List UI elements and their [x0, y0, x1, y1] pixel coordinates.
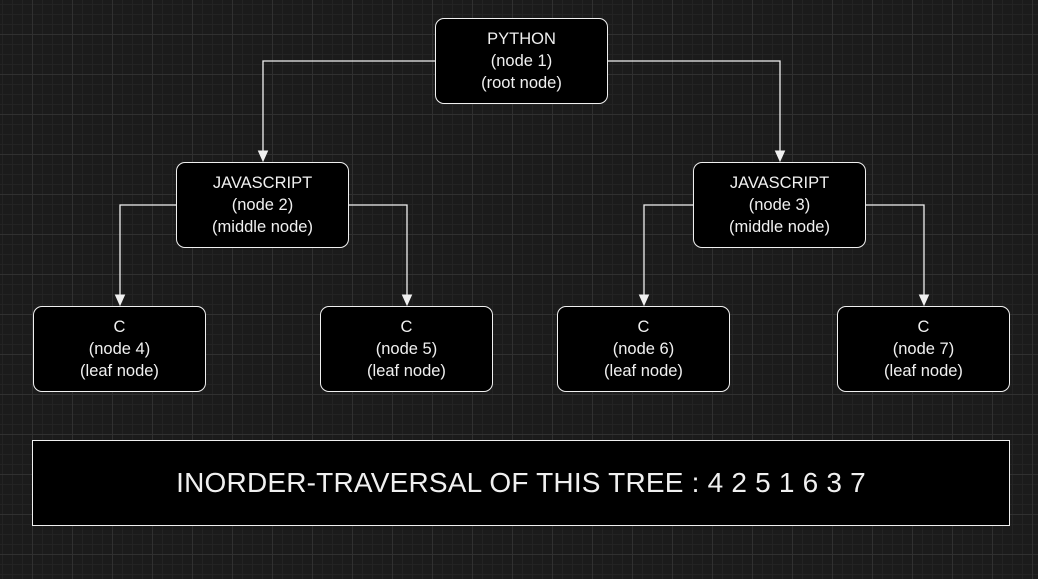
edge-connector — [119, 204, 176, 296]
edge-arrowhead — [774, 150, 786, 163]
edge-arrowhead — [918, 294, 930, 307]
traversal-text: INORDER-TRAVERSAL OF THIS TREE : 4 2 5 1… — [176, 467, 866, 498]
node-4-leaf[interactable]: C (node 4) (leaf node) — [33, 306, 206, 392]
node-label: (node 3) — [748, 196, 811, 214]
node-5-leaf[interactable]: C (node 5) (leaf node) — [320, 306, 493, 392]
node-title: C — [637, 318, 650, 336]
node-label: (node 4) — [88, 340, 151, 358]
node-title: C — [400, 318, 413, 336]
node-role: (leaf node) — [367, 362, 446, 380]
edge-arrowhead — [257, 150, 269, 163]
node-3-middle[interactable]: JAVASCRIPT (node 3) (middle node) — [693, 162, 866, 248]
node-role: (root node) — [481, 74, 562, 92]
edge-arrowhead — [401, 294, 413, 307]
node-title: JAVASCRIPT — [729, 174, 830, 192]
node-title: C — [917, 318, 930, 336]
node-role: (leaf node) — [884, 362, 963, 380]
node-title: JAVASCRIPT — [212, 174, 313, 192]
edge-connector — [643, 204, 693, 296]
node-role: (leaf node) — [80, 362, 159, 380]
edge-connector — [262, 60, 435, 152]
node-2-middle[interactable]: JAVASCRIPT (node 2) (middle node) — [176, 162, 349, 248]
node-role: (middle node) — [729, 218, 830, 236]
edge-arrowhead — [114, 294, 126, 307]
edge-connector — [866, 204, 925, 296]
node-role: (leaf node) — [604, 362, 683, 380]
edge-connector — [608, 60, 781, 152]
edge-arrowhead — [638, 294, 650, 307]
edge-connector — [349, 204, 408, 296]
node-title: C — [113, 318, 126, 336]
node-role: (middle node) — [212, 218, 313, 236]
node-1-root[interactable]: PYTHON (node 1) (root node) — [435, 18, 608, 104]
node-label: (node 7) — [892, 340, 955, 358]
node-6-leaf[interactable]: C (node 6) (leaf node) — [557, 306, 730, 392]
node-label: (node 1) — [490, 52, 553, 70]
node-label: (node 2) — [231, 196, 294, 214]
node-7-leaf[interactable]: C (node 7) (leaf node) — [837, 306, 1010, 392]
node-label: (node 6) — [612, 340, 675, 358]
node-label: (node 5) — [375, 340, 438, 358]
traversal-banner[interactable]: INORDER-TRAVERSAL OF THIS TREE : 4 2 5 1… — [32, 440, 1010, 526]
node-title: PYTHON — [487, 30, 556, 48]
